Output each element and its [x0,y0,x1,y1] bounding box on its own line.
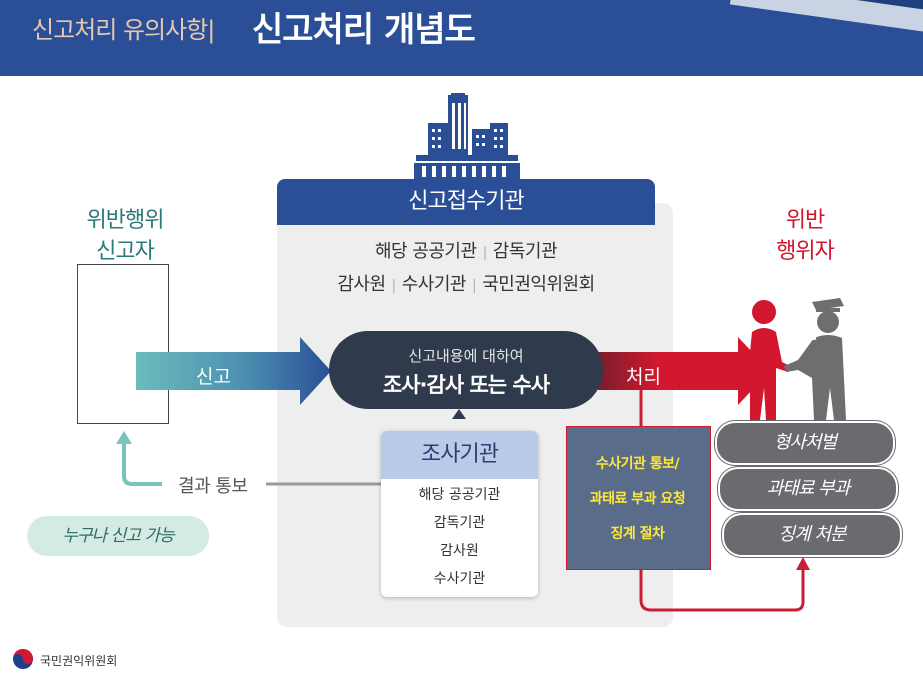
sanction-connector-arrowhead [796,557,810,570]
arrest-illustration-icon [750,298,846,420]
list-item: 감독기관 [433,515,486,531]
page-title: 신고처리 개념도 [252,10,476,50]
investigating-agency-list: 해당 공공기관 감독기관 감사원 수사기관 [381,481,538,593]
header-subtitle: 신고처리 유의사항| [32,16,215,44]
org-item: 감사원 [337,274,386,295]
anyone-can-report-badge: 누구나 신고 가능 [27,516,209,556]
investigation-pill: 신고내용에 대하여 조사·감사 또는 수사 [329,331,603,409]
separator: | [391,278,397,294]
sanction-disciplinary-action: 징계 처분 [722,513,902,557]
taegeuk-logo-icon [13,649,33,669]
pill-line2: 조사·감사 또는 수사 [382,373,550,397]
notify-item: 징계 절차 [610,526,665,542]
sanction-connector [639,390,805,612]
notify-box [566,426,711,570]
org-item: 해당 공공기관 [374,241,477,262]
separator: | [482,245,488,261]
report-arrow [136,337,331,405]
reporter-image-placeholder [77,264,169,424]
violator-label-line2: 행위자 [776,239,835,264]
sanction-fine: 과태료 부과 [718,467,898,511]
result-return-arrowhead [116,431,132,444]
result-return-arrow [122,440,162,486]
pill-pointer [452,409,466,419]
receiving-agency-title: 신고접수기관 [277,179,655,225]
process-label: 처리 [626,366,661,388]
report-label: 신고 [196,366,231,388]
org-item: 국민권익위원회 [482,274,595,295]
list-item: 감사원 [440,543,479,559]
reporter-label-line2: 신고자 [96,239,155,264]
investigating-agency-title: 조사기관 [381,431,538,479]
process-arrow [598,337,770,405]
sanction-criminal-punishment: 형사처벌 [715,421,895,465]
building-icon [414,93,520,179]
list-item: 해당 공공기관 [418,487,501,503]
violator-label-line1: 위반 [785,208,825,233]
receiving-agency-list: 해당 공공기관|감독기관 감사원|수사기관|국민권익위원회 [286,236,646,302]
violator-label: 위반 행위자 [760,205,850,267]
list-item: 수사기관 [433,571,486,587]
reporter-label: 위반행위 신고자 [60,205,190,267]
org-item: 감독기관 [492,241,558,262]
pill-line1: 신고내용에 대하여 [408,347,524,365]
result-notice-label: 결과 통보 [178,476,248,497]
notify-item: 수사기관 통보/ [595,456,680,472]
reporter-label-line1: 위반행위 [86,208,165,233]
org-item: 수사기관 [401,274,467,295]
header-bar [0,0,923,76]
footer-org-name: 국민권익위원회 [40,654,118,668]
notify-item: 과태료 부과 요청 [589,491,686,507]
separator: | [472,278,477,294]
notify-list: 수사기관 통보/ 과태료 부과 요청 징계 절차 [566,447,709,552]
